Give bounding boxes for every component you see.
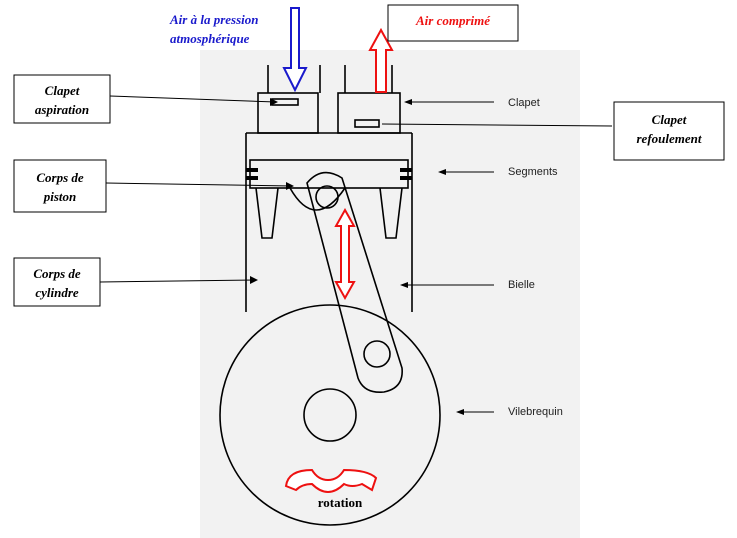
crankshaft	[219, 304, 441, 526]
label-corps-piston-line2: piston	[43, 189, 77, 204]
piston-ring-right-1	[400, 168, 412, 172]
label-corps-piston-line1: Corps de	[36, 170, 84, 185]
piston-ring-right-2	[400, 176, 412, 180]
rotation-arrow	[284, 468, 378, 494]
label-clapet-aspiration-line2: aspiration	[35, 102, 89, 117]
pointer-lines	[99, 95, 613, 415]
label-air-atmos-line2: atmosphérique	[170, 31, 250, 46]
callout-box-corps-piston	[13, 159, 107, 213]
connecting-rod	[306, 171, 403, 394]
exhaust-valve-plate	[354, 119, 380, 128]
cylinder-head	[245, 65, 413, 160]
label-clapet-en: Clapet	[508, 97, 540, 109]
label-vilebrequin-en: Vilebrequin	[508, 406, 563, 418]
drawing-panel	[200, 50, 580, 538]
callout-box-clapet-aspiration	[13, 74, 111, 124]
label-bielle-en: Bielle	[508, 279, 535, 291]
piston-ring-left-2	[246, 176, 258, 180]
label-corps-cylindre-line1: Corps de	[33, 266, 81, 281]
callout-box-clapet-refoulement	[613, 101, 725, 161]
label-air-compressed: Air comprimé	[415, 13, 491, 28]
label-rotation: rotation	[318, 495, 363, 510]
label-clapet-refoulement-line2: refoulement	[637, 131, 702, 146]
intake-air-arrow	[282, 7, 308, 93]
label-corps-cylindre-line2: cylindre	[35, 285, 79, 300]
label-air-atmos-line1: Air à la pression	[169, 12, 259, 27]
callout-box-corps-cylindre	[13, 257, 101, 307]
callout-box-air-compressed	[387, 4, 519, 42]
label-clapet-refoulement-line1: Clapet	[652, 112, 687, 127]
label-segments-en: Segments	[508, 166, 558, 178]
piston-motion-arrow	[334, 207, 356, 301]
piston-ring-left-1	[246, 168, 258, 172]
label-clapet-aspiration-line1: Clapet	[45, 83, 80, 98]
compressed-air-arrow	[368, 27, 394, 93]
piston	[246, 159, 412, 239]
